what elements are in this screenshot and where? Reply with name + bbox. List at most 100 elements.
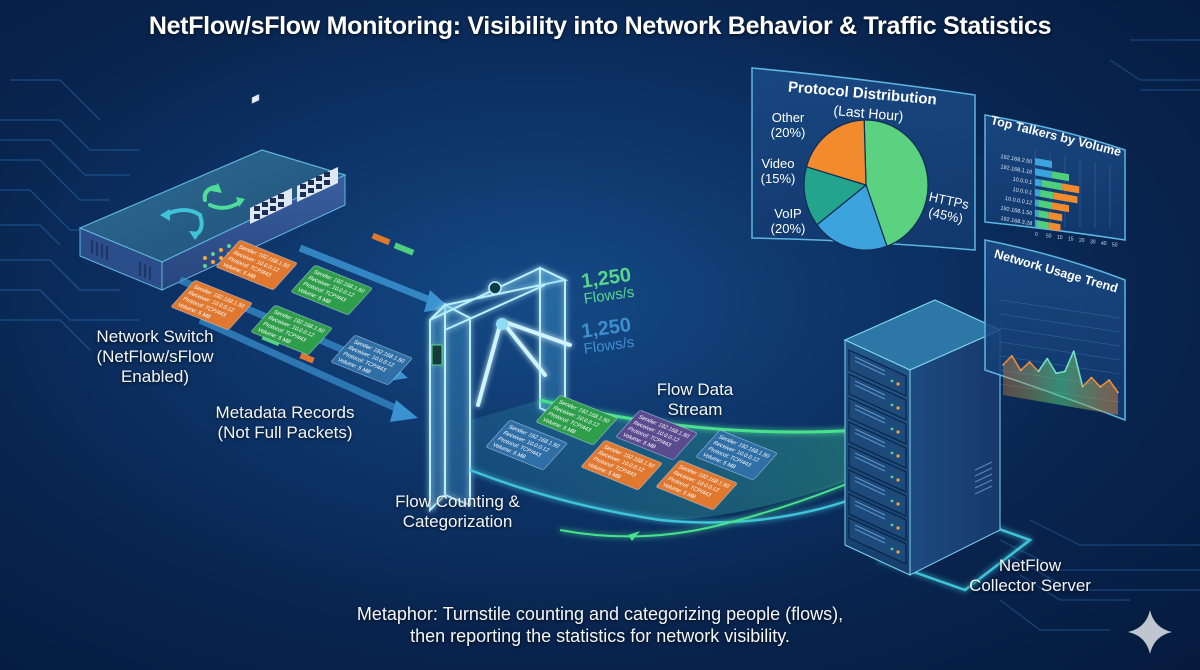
talker-bar-green [1038, 210, 1049, 219]
top-talkers-bars: 192.168.2.50192.168.1.1610.0.0.110.0.0.1… [1000, 150, 1118, 249]
drive-bay [848, 493, 907, 541]
caption-line: Metaphor: Turnstile counting and categor… [356, 604, 844, 624]
turnstile-sensor-icon [488, 281, 502, 295]
collector-label: NetFlow Collector Server [955, 556, 1105, 596]
pie-label-video: Video(15%) [761, 156, 796, 186]
turnstile-arms [476, 320, 572, 407]
port-holes [254, 172, 330, 219]
top-talkers-panel: Top Talkers by Volume 192.168.2.50192.16… [984, 113, 1126, 249]
talker-bar-blue [1035, 209, 1039, 218]
metadata-label-line: Metadata Records [215, 403, 355, 422]
server-side-vents [974, 461, 993, 495]
talker-bar-orange [1062, 183, 1080, 194]
switch-label: Network Switch (NetFlow/sFlow Enabled) [70, 327, 240, 387]
talker-bar-green [1052, 171, 1069, 182]
server-drive-bays [848, 349, 907, 565]
switch-ports [251, 93, 260, 104]
circuit-traces-right [999, 39, 1200, 631]
talker-bar-orange [1052, 202, 1069, 213]
trend-segment [1020, 361, 1031, 372]
talker-bar-green [1036, 220, 1049, 230]
turnstile-label-line: Categorization [402, 512, 513, 531]
trend-segment [1099, 379, 1110, 388]
flow-rate-secondary: 1,250 Flows/s [580, 314, 635, 358]
turnstile [429, 266, 572, 513]
drive-bay [848, 373, 907, 421]
talker-x-tick: 30 [1090, 240, 1096, 246]
trend-point [1064, 370, 1066, 373]
trend-point [1028, 361, 1031, 363]
drive-bay [848, 397, 907, 445]
pie-label-name: Other [772, 110, 805, 125]
stream-label-line: Stream [667, 400, 723, 419]
talker-ip: 192.168.1.50 [1000, 205, 1033, 216]
talker-bar-orange [1048, 222, 1061, 232]
usage-trend-chart [999, 299, 1121, 415]
stream-label-line: Flow Data [656, 380, 734, 399]
drive-led [890, 403, 894, 407]
pie-label-other: Other(20%) [771, 110, 806, 140]
talker-x-tick: 0 [1035, 232, 1038, 238]
trend-point [1055, 372, 1057, 375]
drive-led [896, 454, 900, 458]
drive-led [890, 523, 894, 527]
network-usage-panel: Network Usage Trend [984, 239, 1126, 422]
talker-bar-orange [1053, 192, 1078, 204]
metaphor-caption: Metaphor: Turnstile counting and categor… [0, 603, 1200, 647]
trend-point [1117, 391, 1119, 394]
drive-led [896, 478, 900, 482]
caption-line: then reporting the statistics for networ… [410, 626, 790, 646]
trend-segment [1064, 350, 1075, 372]
talker-x-tick: 15 [1068, 237, 1074, 243]
page-title: NetFlow/sFlow Monitoring: Visibility int… [148, 12, 1052, 40]
flow-rate-primary: 1,250 Flows/s [580, 264, 635, 308]
trend-segment [1002, 355, 1013, 366]
talker-x-tick: 40 [1101, 241, 1107, 247]
trend-point [1011, 354, 1013, 357]
drive-led [890, 499, 894, 503]
switch-label-line: Network Switch [96, 327, 214, 346]
trend-segment [1055, 370, 1066, 375]
talker-ip: 192.168.3.28 [1000, 216, 1033, 227]
trend-segment [1108, 379, 1119, 393]
sparkle-icon [1128, 610, 1172, 654]
trend-segment [1072, 350, 1084, 387]
grid-line [999, 327, 1121, 347]
stream-label: Flow Data Stream [640, 380, 750, 420]
drive-bay [848, 517, 907, 565]
grid-line [999, 341, 1121, 361]
pie-slice-https [863, 119, 929, 247]
drive-led [890, 475, 894, 479]
talker-bar-blue [1035, 178, 1042, 187]
talker-x-tick: 20 [1079, 238, 1085, 244]
talker-bar-blue [1035, 219, 1037, 228]
pie-label-value: (20%) [771, 125, 806, 140]
drive-led [890, 547, 894, 551]
trend-point [1090, 376, 1093, 379]
trend-segment [1037, 358, 1048, 372]
switch-label-line: Enabled) [120, 367, 190, 386]
trend-area [1003, 351, 1118, 415]
drive-led [896, 550, 900, 554]
switch-label-line: (NetFlow/sFlow [96, 347, 214, 366]
collector-label-line: NetFlow [998, 556, 1062, 575]
trend-segment [1028, 361, 1039, 373]
talker-bar-green [1040, 189, 1054, 200]
trend-point [1046, 357, 1049, 360]
pie-label-value: (20%) [771, 221, 806, 236]
drive-led [890, 379, 894, 383]
turnstile-indicator-icon [431, 344, 443, 366]
turnstile-label-line: Flow Counting & [395, 492, 520, 511]
protocol-distribution-panel: Protocol Distribution (Last Hour) HTTPs(… [751, 67, 976, 251]
drive-led [896, 406, 900, 410]
grid-line [999, 355, 1121, 375]
talker-bar-blue [1035, 157, 1052, 168]
drive-led [890, 427, 894, 431]
talker-ip: 192.168.2.50 [1000, 154, 1033, 165]
talker-bar-green [1038, 199, 1053, 210]
drive-bay [848, 445, 907, 493]
